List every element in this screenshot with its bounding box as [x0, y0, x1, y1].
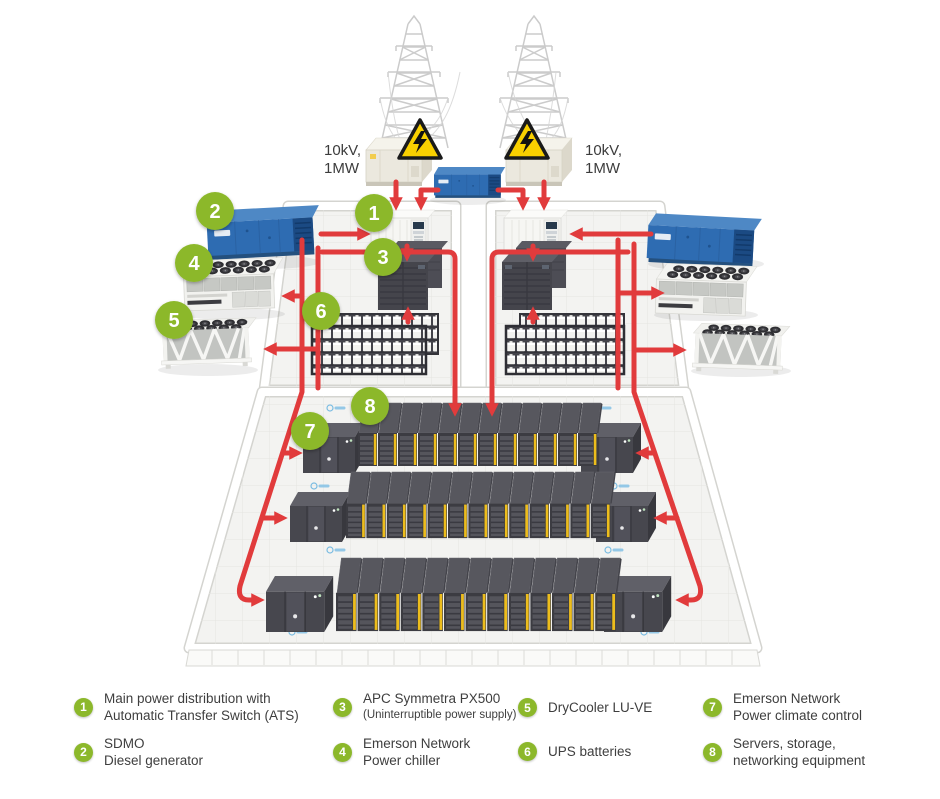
badge-number: 7: [304, 421, 315, 443]
badge-climate-control: 7: [291, 412, 329, 450]
legend-item-drycooler: 5 DryCooler LU-VE: [518, 698, 652, 717]
badge-drycooler: 5: [155, 301, 193, 339]
raised-floor-edge: [185, 649, 761, 667]
badge-chiller: 4: [175, 244, 213, 282]
power-lines: [379, 71, 569, 143]
legend-badge-5: 5: [518, 698, 537, 717]
legend-text-line: APC Symmetra PX500: [363, 691, 501, 706]
badge-ups: 3: [364, 238, 402, 276]
legend-text-line: Automatic Transfer Switch (ATS): [104, 708, 299, 723]
legend-item-ups: 3 APC Symmetra PX500 (Uninterruptible po…: [333, 690, 516, 724]
legend-text-line: SDMO: [104, 736, 145, 751]
badge-main-power-distribution: 1: [355, 194, 393, 232]
legend-badge-6: 6: [518, 742, 537, 761]
chiller-right: [655, 263, 757, 316]
voltage-label-right: 10kV,: [585, 142, 622, 159]
pipe-ups-to-servers-left: [319, 249, 462, 417]
diesel-generator-center: [433, 166, 506, 199]
pipe-generator-branch-left: [414, 187, 441, 211]
badge-number: 5: [168, 310, 179, 332]
legend-text-line: Diesel generator: [104, 753, 204, 768]
badge-number: 4: [188, 253, 200, 275]
badge-diesel-generator: 2: [196, 192, 234, 230]
legend-text-line: Emerson Network: [363, 736, 471, 751]
legend-text-line: networking equipment: [733, 753, 866, 768]
utility-feeds: 10kV, 1MW 10kV, 1MW: [324, 118, 622, 187]
legend-text-line: Power climate control: [733, 708, 863, 723]
legend-item-servers: 8 Servers, storage, networking equipment: [703, 735, 865, 769]
legend-text-line: (Uninterruptible power supply): [363, 709, 517, 721]
legend-text-line: Power chiller: [363, 753, 441, 768]
legend-item-diesel-generator: 2 SDMO Diesel generator: [74, 735, 203, 769]
legend-badge-3: 3: [333, 697, 352, 717]
legend-text-line: DryCooler LU-VE: [548, 700, 653, 715]
legend-text-line: UPS batteries: [548, 744, 632, 759]
diagram-badges: 1 2 3 4 5 6 7 8: [155, 192, 402, 450]
legend: 1 Main power distribution with Automatic…: [0, 676, 940, 799]
legend-badge-1: 1: [74, 697, 93, 717]
legend-text-line: Main power distribution with: [104, 691, 271, 706]
legend-item-ups-batteries: 6 UPS batteries: [518, 742, 631, 761]
ups-batteries-left: [310, 313, 439, 376]
legend-text-line: Servers, storage,: [733, 736, 836, 751]
legend-item-main-power: 1 Main power distribution with Automatic…: [74, 690, 299, 724]
badge-number: 6: [315, 301, 326, 323]
pipe-ups-to-servers-right: [485, 249, 631, 417]
pipe-cooling-loop-right: [631, 241, 704, 607]
power-cooling-pipes: [236, 179, 704, 607]
legend-badge-2: 2: [74, 742, 93, 762]
diesel-generator-right: [645, 212, 763, 269]
badge-number: 8: [364, 396, 375, 418]
legend-text-line: Emerson Network: [733, 691, 841, 706]
datacenter-diagram: 10kV, 1MW 10kV, 1MW: [155, 15, 940, 667]
badge-number: 3: [377, 247, 388, 269]
legend-item-climate-control: 7 Emerson Network Power climate control: [703, 690, 862, 724]
server-rack-row-1: [357, 402, 604, 467]
badge-number: 2: [209, 201, 220, 223]
badge-servers: 8: [351, 387, 389, 425]
transmission-towers: [379, 15, 569, 149]
legend-badge-4: 4: [333, 742, 352, 762]
drycooler-right: [692, 323, 790, 374]
legend-badge-7: 7: [703, 697, 722, 717]
pipe-cooling-loop-left: [236, 237, 305, 607]
voltage-label-right-2: 1MW: [585, 160, 621, 177]
climate-unit-left-2: [289, 491, 351, 543]
equipment: [160, 166, 790, 633]
legend-item-chiller: 4 Emerson Network Power chiller: [333, 735, 470, 769]
climate-unit-left-3: [265, 575, 334, 633]
legend-badge-8: 8: [703, 742, 722, 762]
badge-number: 1: [368, 203, 379, 225]
voltage-label-left-2: 1MW: [324, 160, 360, 177]
ups-batteries-right: [504, 313, 626, 376]
pipe-generator-branch-right: [495, 187, 530, 211]
voltage-label-left: 10kV,: [324, 142, 361, 159]
badge-ups-batteries: 6: [302, 292, 340, 330]
